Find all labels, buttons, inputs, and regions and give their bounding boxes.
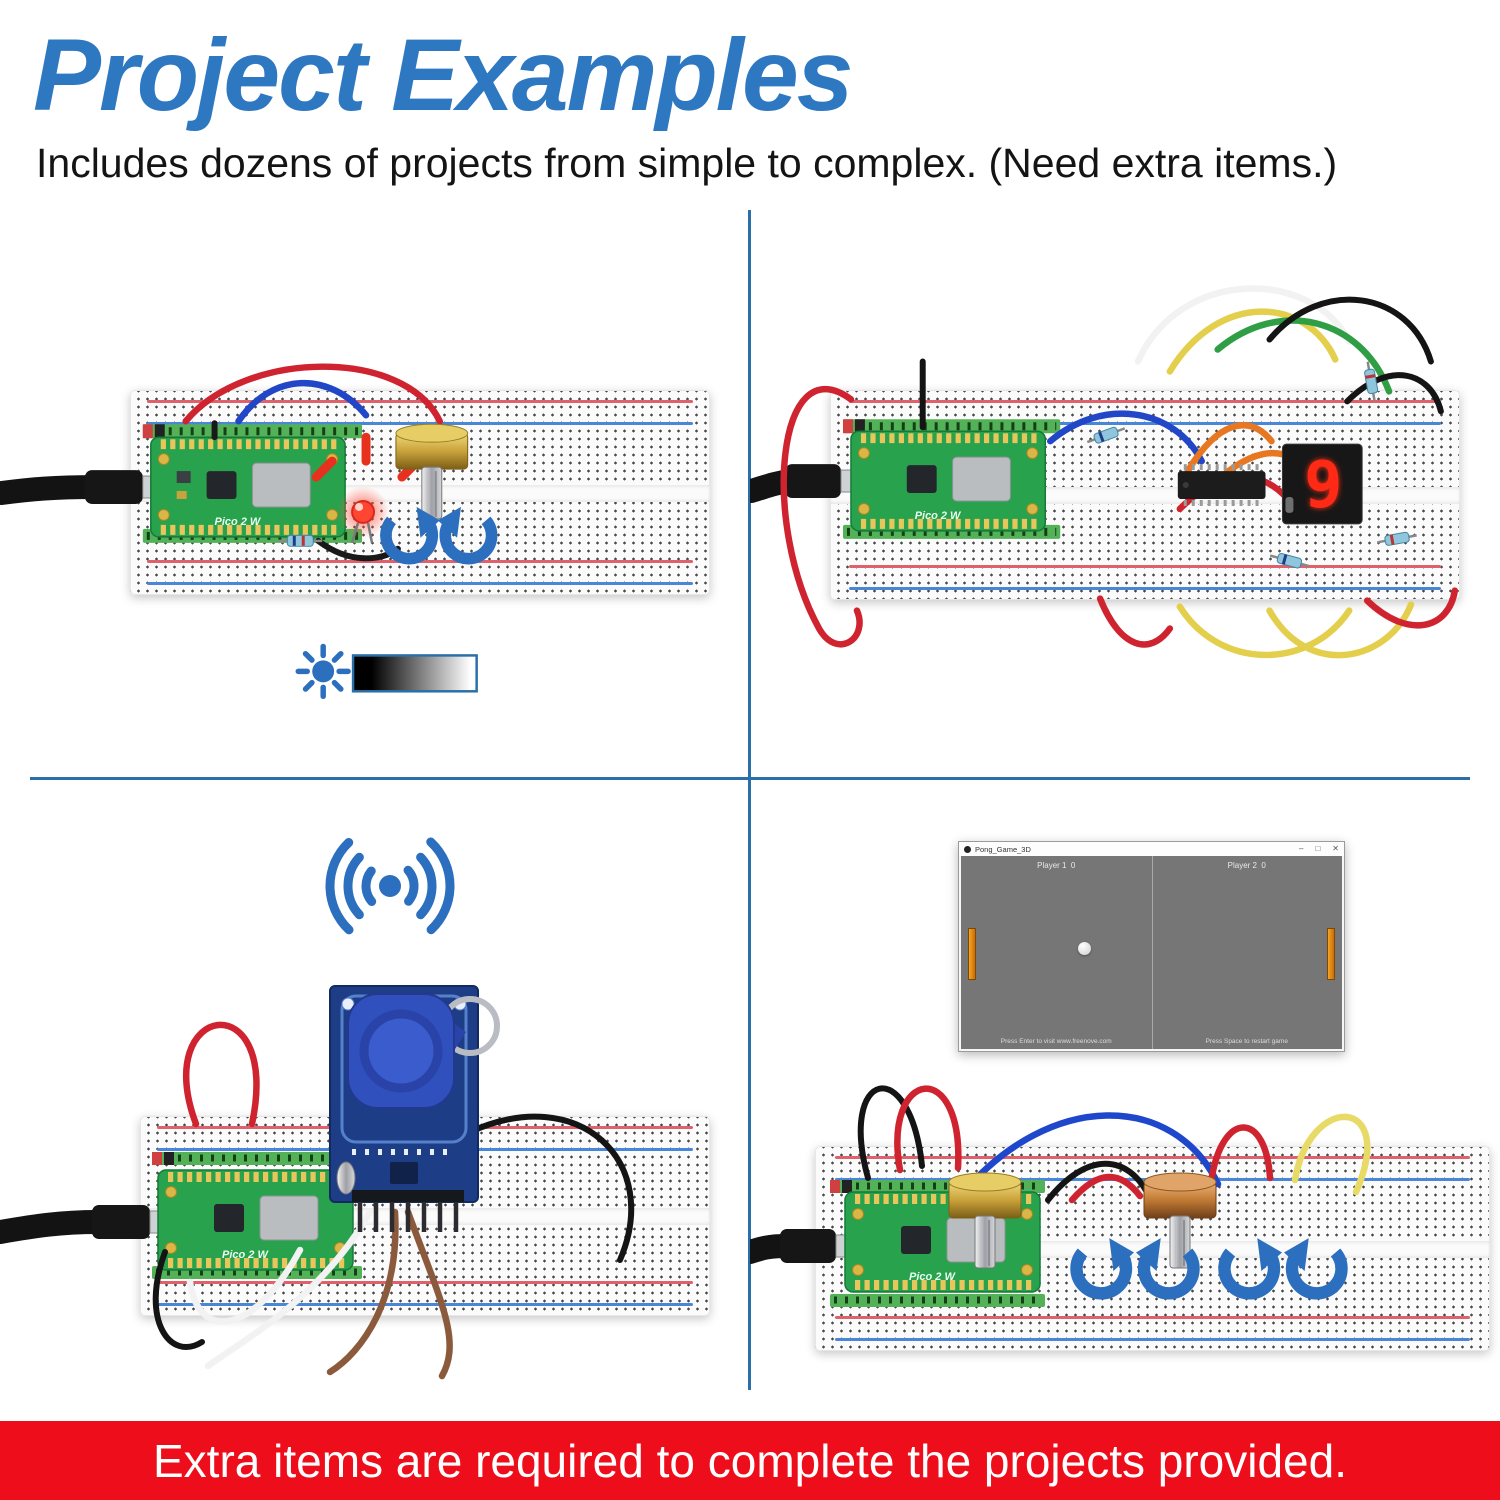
power-rail-negative <box>848 422 1442 425</box>
usb-cable <box>0 1205 163 1244</box>
pong-ball <box>1078 942 1091 955</box>
power-rail-negative <box>157 1303 693 1306</box>
mcu-chip <box>906 465 937 494</box>
pong-game-window: Pong_Game_3D – □ ✕ Player 1 0 Player 2 0… <box>958 841 1345 1052</box>
rotate-arrow-icon <box>1076 1238 1134 1293</box>
rotate-arrow-icon <box>1284 1238 1342 1293</box>
pong-titlebar: Pong_Game_3D – □ ✕ <box>959 842 1344 856</box>
wireless-signal-icon <box>325 821 455 951</box>
project-photo-pong-game: Pong_Game_3D – □ ✕ Player 1 0 Player 2 0… <box>750 780 1500 1400</box>
rotate-arrow-icon <box>1224 1238 1282 1293</box>
brightness-gradient-bar <box>351 654 478 693</box>
project-photo-led-dimmer: Pico 2 W <box>0 210 750 777</box>
power-rail-positive <box>157 1281 693 1284</box>
page-title: Project Examples <box>33 18 853 132</box>
bottom-banner: Extra items are required to complete the… <box>0 1421 1500 1500</box>
mcu-chip <box>214 1204 244 1232</box>
minimize-button[interactable]: – <box>1299 844 1304 853</box>
pong-window-title: Pong_Game_3D <box>975 844 1031 854</box>
divider-horizontal <box>30 777 1470 780</box>
rfid-keyfob <box>347 993 500 1109</box>
power-rail-negative <box>835 1338 1470 1341</box>
power-rail-positive <box>147 400 693 403</box>
rotate-arrow-icon <box>438 507 492 559</box>
right-paddle <box>1327 928 1335 980</box>
maximize-button[interactable]: □ <box>1315 844 1321 853</box>
pico-board: Pico 2 W <box>157 1169 354 1271</box>
jumper-wires <box>152 1021 634 1380</box>
pong-app-icon <box>964 845 971 853</box>
player1-score: Player 1 0 <box>1037 861 1076 870</box>
pong-canvas: Player 1 0 Player 2 0 Press Enter to vis… <box>961 856 1342 1049</box>
power-rail-positive <box>835 1316 1470 1319</box>
shift-register-chip <box>1177 464 1266 506</box>
power-rail-negative <box>147 582 693 585</box>
usb-cable <box>750 464 854 503</box>
power-rail-negative <box>147 422 693 425</box>
crystal-oscillator <box>336 1161 356 1195</box>
bottom-banner-text: Extra items are required to complete the… <box>152 1434 1348 1487</box>
potentiometer <box>395 423 469 520</box>
page-subtitle: Includes dozens of projects from simple … <box>36 140 1338 186</box>
pico-silkscreen-label: Pico 2 W <box>909 1271 956 1283</box>
power-rail-positive <box>848 400 1442 403</box>
jumper-wires <box>857 1085 1371 1204</box>
pico-silkscreen-label: Pico 2 W <box>222 1249 269 1261</box>
pong-footer-right: Press Space to restart game <box>1205 1038 1288 1045</box>
player2-score: Player 2 0 <box>1227 861 1266 870</box>
project-photo-seven-segment: Pico 2 W <box>750 210 1500 777</box>
wifi-shield <box>952 456 1011 502</box>
pong-footer-left: Press Enter to visit www.freenove.com <box>1000 1038 1112 1045</box>
close-button[interactable]: ✕ <box>1332 844 1339 853</box>
left-paddle <box>968 928 976 980</box>
pico-silkscreen-label: Pico 2 W <box>215 516 262 528</box>
usb-cable <box>0 470 156 505</box>
resistor <box>278 534 323 547</box>
divider-vertical <box>748 210 751 1390</box>
wifi-shield <box>259 1195 319 1241</box>
mcu-chip <box>206 471 237 499</box>
pin-header <box>352 1190 464 1202</box>
power-rail-positive <box>848 565 1442 568</box>
resistors <box>1086 361 1417 569</box>
wifi-shield <box>251 462 311 508</box>
pico-board: Pico 2 W <box>150 436 346 538</box>
potentiometer <box>1143 1172 1217 1269</box>
power-rail-negative <box>848 587 1442 590</box>
seven-segment-display: 9 <box>1281 443 1363 525</box>
mcu-chip <box>901 1226 931 1254</box>
brightness-sun-icon <box>298 646 348 696</box>
pico-board: Pico 2 W <box>850 430 1047 532</box>
seven-segment-digit: 9 <box>1304 449 1342 523</box>
power-rail-positive <box>835 1156 1470 1159</box>
pong-center-line <box>1151 856 1153 1049</box>
rfid-chip <box>390 1162 418 1184</box>
usb-cable <box>750 1229 849 1264</box>
potentiometer <box>948 1172 1022 1269</box>
pico-silkscreen-label: Pico 2 W <box>915 510 962 522</box>
red-led <box>337 486 389 544</box>
project-photo-rfid: Pico 2 W <box>0 780 750 1400</box>
